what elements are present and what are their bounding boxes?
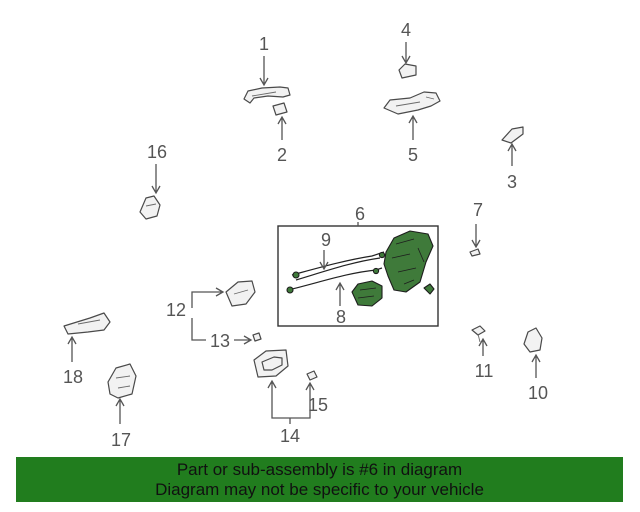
part-7-bolt[interactable] (469, 248, 481, 257)
leader-7 (471, 224, 481, 249)
callout-11: 11 (475, 361, 494, 381)
part-12-inside-handle[interactable] (225, 280, 256, 307)
callout-12: 12 (166, 300, 186, 320)
part-16-bracket[interactable] (139, 195, 161, 220)
part-3-bezel[interactable] (501, 126, 524, 144)
leader-13 (234, 335, 253, 345)
parts-diagram: 1 2 4 5 3 16 7 (63, 20, 548, 450)
part-5-handle-frame[interactable] (383, 91, 441, 115)
leader-18 (67, 335, 77, 362)
leader-17 (115, 397, 125, 424)
callout-3: 3 (507, 172, 517, 192)
part-13-screw[interactable] (252, 332, 262, 342)
callout-1: 1 (259, 34, 269, 54)
leader-1 (259, 56, 269, 87)
leader-14 (267, 379, 315, 424)
part-18-rod-bracket[interactable] (63, 312, 111, 335)
leader-2 (277, 115, 287, 140)
part-10-cover[interactable] (523, 327, 543, 353)
part-14-inside-bezel[interactable] (253, 349, 289, 378)
part-15-clip[interactable] (306, 370, 318, 381)
notice-line-2: Diagram may not be specific to your vehi… (155, 480, 484, 499)
callout-14: 14 (280, 426, 300, 446)
part-11-bolt[interactable] (471, 325, 486, 343)
notice-line-1: Part or sub-assembly is #6 in diagram (176, 460, 463, 479)
callout-16: 16 (147, 142, 167, 162)
leader-10 (531, 353, 541, 378)
leader-4 (401, 42, 411, 65)
leader-3 (507, 142, 517, 166)
callout-4: 4 (401, 20, 411, 40)
part-6-lock-assembly[interactable] (277, 225, 439, 327)
callout-7: 7 (473, 200, 483, 220)
part-2-pad[interactable] (272, 102, 288, 116)
callout-15: 15 (308, 395, 328, 415)
part-4-cap[interactable] (398, 63, 417, 79)
callout-18: 18 (63, 367, 83, 387)
leader-9 (319, 250, 329, 271)
callout-13: 13 (210, 331, 230, 351)
leader-12 (191, 287, 225, 341)
callout-2: 2 (277, 145, 287, 165)
leader-8 (335, 281, 345, 306)
callout-17: 17 (111, 430, 131, 450)
callout-5: 5 (408, 145, 418, 165)
callout-10: 10 (528, 383, 548, 403)
part-1-outside-handle[interactable] (243, 86, 291, 104)
leader-16 (151, 164, 161, 195)
callout-9: 9 (321, 230, 331, 250)
part-17-hinge[interactable] (107, 363, 137, 399)
callout-8: 8 (336, 307, 346, 327)
callout-6: 6 (355, 204, 365, 224)
leader-5 (408, 114, 418, 140)
leader-11 (478, 337, 488, 356)
notice-banner: Part or sub-assembly is #6 in diagram Di… (16, 457, 623, 502)
